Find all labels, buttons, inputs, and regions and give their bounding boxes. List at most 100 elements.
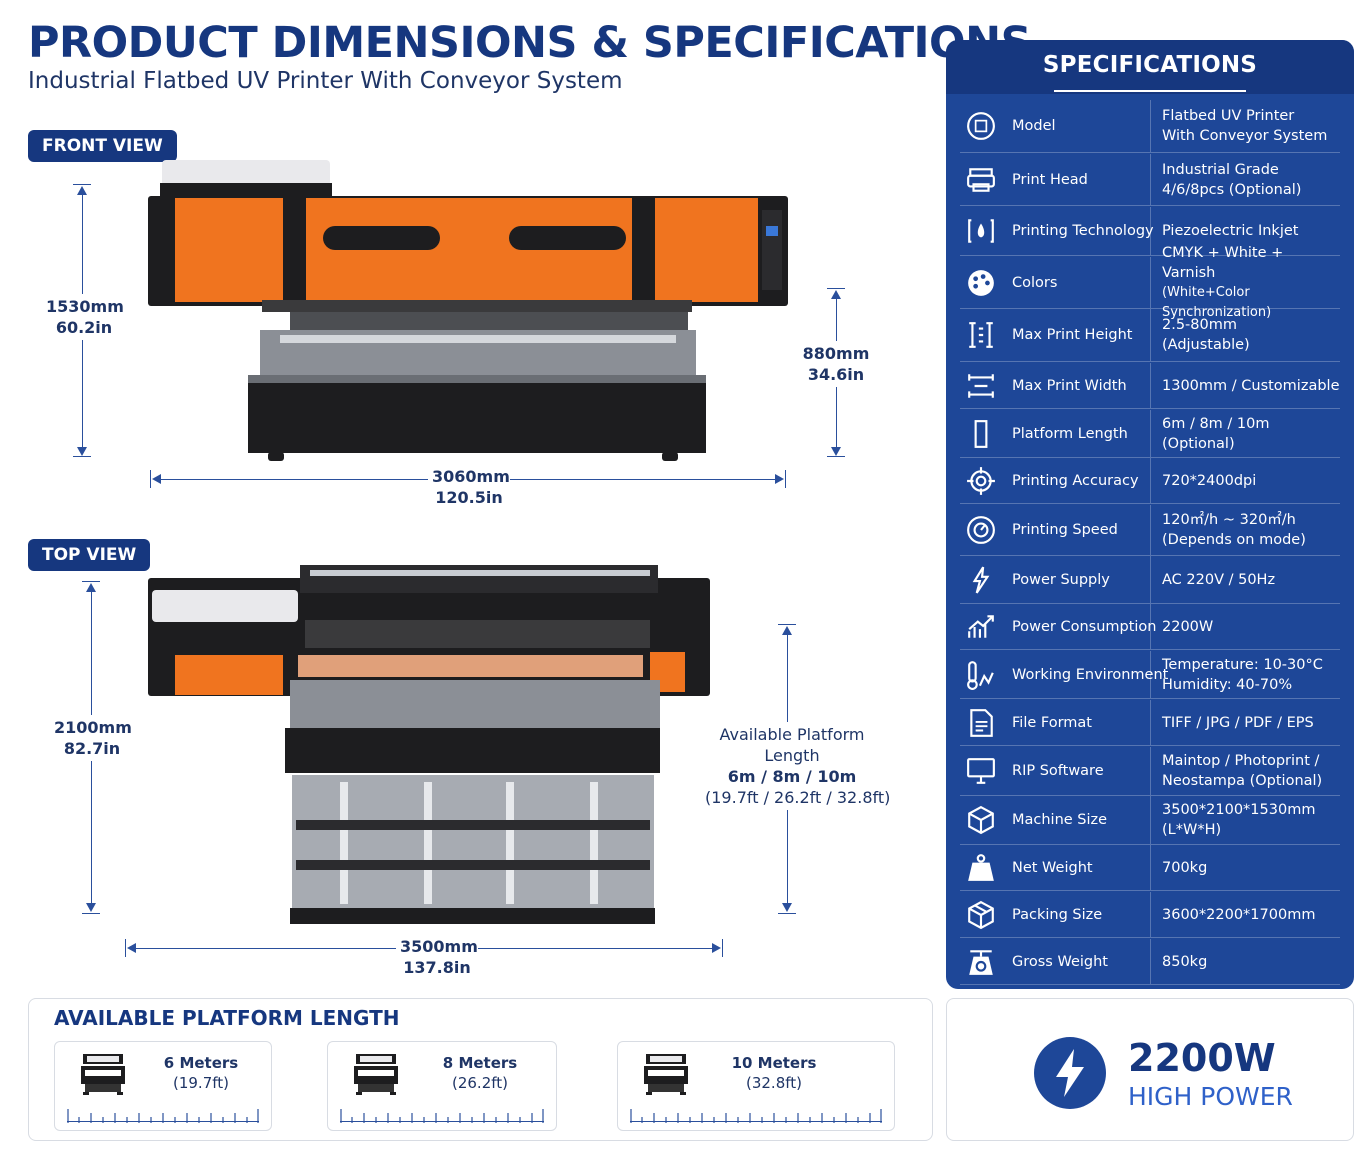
power-value: 2200W: [1128, 1036, 1276, 1080]
platform-section-title: AVAILABLE PLATFORM LENGTH: [54, 1006, 400, 1030]
spec-value: 2.5-80mm (Adjustable): [1162, 315, 1340, 355]
spec-value-line: 1300mm / Customizable: [1162, 377, 1340, 394]
spec-label: Print Head: [1012, 171, 1088, 188]
spec-value-line: With Conveyor System: [1162, 128, 1328, 144]
spec-value-line: Humidity: 40-70%: [1162, 676, 1293, 693]
specifications-panel: SPECIFICATIONS: [946, 40, 1354, 989]
power-highlight-box: [946, 998, 1354, 1141]
packing-size-icon: [960, 900, 1002, 930]
net-weight-icon: [960, 853, 1002, 883]
spec-value-line: Flatbed UV Printer: [1162, 108, 1295, 124]
working-environment-icon: [960, 660, 1002, 690]
spec-value-line: (White+Color Synchronization): [1162, 284, 1272, 320]
top-depth-mm: 2100mm: [54, 718, 132, 737]
power-label: HIGH POWER: [1128, 1082, 1293, 1111]
spec-value-line: (Adjustable): [1162, 337, 1250, 353]
front-width-in: 120.5in: [435, 488, 503, 507]
spec-value: Temperature: 10-30°C Humidity: 40-70%: [1162, 655, 1340, 695]
printer-icon: [644, 1054, 688, 1095]
front-height-mm: 1530mm: [46, 297, 124, 316]
printer-icon: [81, 1054, 125, 1095]
spec-label: RIP Software: [1012, 763, 1104, 779]
top-length-in: 137.8in: [403, 958, 471, 977]
spec-row-power-consumption: Power Consumption 2200W: [960, 604, 1340, 650]
platform-length-icon: [960, 419, 1002, 449]
spec-value: Maintop / Photoprint /Neostampa (Optiona…: [1162, 751, 1340, 791]
spec-label: Power Consumption: [1012, 618, 1157, 635]
spec-label: Colors: [1012, 274, 1058, 291]
spec-value-line: 720*2400dpi: [1162, 472, 1257, 489]
spec-label: Platform Length: [1012, 425, 1128, 442]
front-table-height-mm: 880mm: [802, 344, 870, 363]
spec-value: 120㎡/h ~ 320㎡/h (Depends on mode): [1162, 510, 1340, 550]
platform-option-name: 10 Meters: [731, 1054, 817, 1072]
spec-value-line: 2.5-80mm: [1162, 317, 1237, 333]
spec-label: Printing Accuracy: [1012, 472, 1139, 489]
spec-value-line: (L*W*H): [1162, 822, 1222, 838]
colors-icon: [960, 268, 1002, 298]
rip-software-icon: [960, 756, 1002, 786]
spec-value-line: 2200W: [1162, 618, 1214, 635]
spec-value-line: CMYK + White + Varnish: [1162, 244, 1284, 281]
max-print-width-icon: [960, 371, 1002, 401]
spec-value: 850kg: [1162, 952, 1340, 972]
spec-value-line: (Optional): [1162, 435, 1235, 452]
spec-value: 1300mm / Customizable: [1162, 376, 1340, 396]
spec-value-line: 120㎡/h ~ 320㎡/h: [1162, 512, 1296, 528]
platform-label-line2: Length: [764, 746, 820, 765]
platform-length-section: [28, 998, 933, 1141]
top-view-label: TOP VIEW: [28, 539, 151, 571]
printing-technology-icon: [960, 216, 1002, 246]
spec-label: Printing Speed: [1012, 522, 1118, 538]
spec-value-line: Piezoelectric Inkjet: [1162, 223, 1299, 239]
platform-option-name: 6 Meters: [163, 1054, 239, 1072]
spec-row-printing-speed: Printing Speed 120㎡/h ~ 320㎡/h (Depends on…: [960, 505, 1340, 556]
gross-weight-icon: [960, 947, 1002, 977]
printing-speed-icon: [960, 515, 1002, 545]
spec-value: 3600*2200*1700mm: [1162, 905, 1340, 925]
spec-row-printing-accuracy: Printing Accuracy 720*2400dpi: [960, 458, 1340, 504]
spec-label: Packing Size: [1012, 906, 1103, 923]
platform-label-line1: Available Platform: [719, 725, 865, 744]
spec-value-line: AC 220V / 50Hz: [1162, 571, 1276, 588]
spec-value-line: Neostampa (Optional): [1162, 773, 1323, 789]
spec-value: 700kg: [1162, 858, 1340, 878]
print-head-icon: [960, 165, 1002, 195]
spec-label: Model: [1012, 118, 1056, 134]
spec-value: 2200W: [1162, 617, 1340, 637]
platform-options: 6m / 8m / 10m: [727, 767, 857, 786]
spec-value: AC 220V / 50Hz: [1162, 570, 1340, 590]
front-width-mm: 3060mm: [432, 467, 510, 486]
ruler-icon: [340, 1108, 544, 1123]
printer-icon: [354, 1054, 398, 1095]
spec-value-line: Temperature: 10-30°C: [1162, 656, 1323, 673]
spec-value: TIFF / JPG / PDF / EPS: [1162, 713, 1340, 733]
printing-accuracy-icon: [960, 466, 1002, 496]
spec-label: File Format: [1012, 714, 1092, 731]
lightning-icon: [1034, 1037, 1106, 1109]
ruler-icon: [67, 1108, 259, 1123]
spec-value-line: TIFF / JPG / PDF / EPS: [1162, 714, 1314, 731]
spec-value-line: Industrial Grade: [1162, 161, 1279, 178]
specifications-title: SPECIFICATIONS: [946, 40, 1354, 94]
spec-row-packing-size: Packing Size 3600*2200*1700mm: [960, 892, 1340, 938]
spec-value: 3500*2100*1530mm (L*W*H): [1162, 800, 1340, 840]
spec-value-line: 850kg: [1162, 953, 1208, 970]
spec-value-line: (Depends on mode): [1162, 532, 1306, 548]
platform-options-ft: (19.7ft / 26.2ft / 32.8ft): [705, 788, 891, 807]
spec-row-colors: Colors CMYK + White + Varnish(White+Color…: [960, 245, 1340, 320]
platform-option-sub: (32.8ft): [745, 1074, 802, 1092]
spec-value-line: 3500*2100*1530mm: [1162, 802, 1316, 818]
platform-option-10m: 10 Meters (32.8ft): [617, 1041, 895, 1131]
platform-option-name: 8 Meters: [442, 1054, 518, 1072]
